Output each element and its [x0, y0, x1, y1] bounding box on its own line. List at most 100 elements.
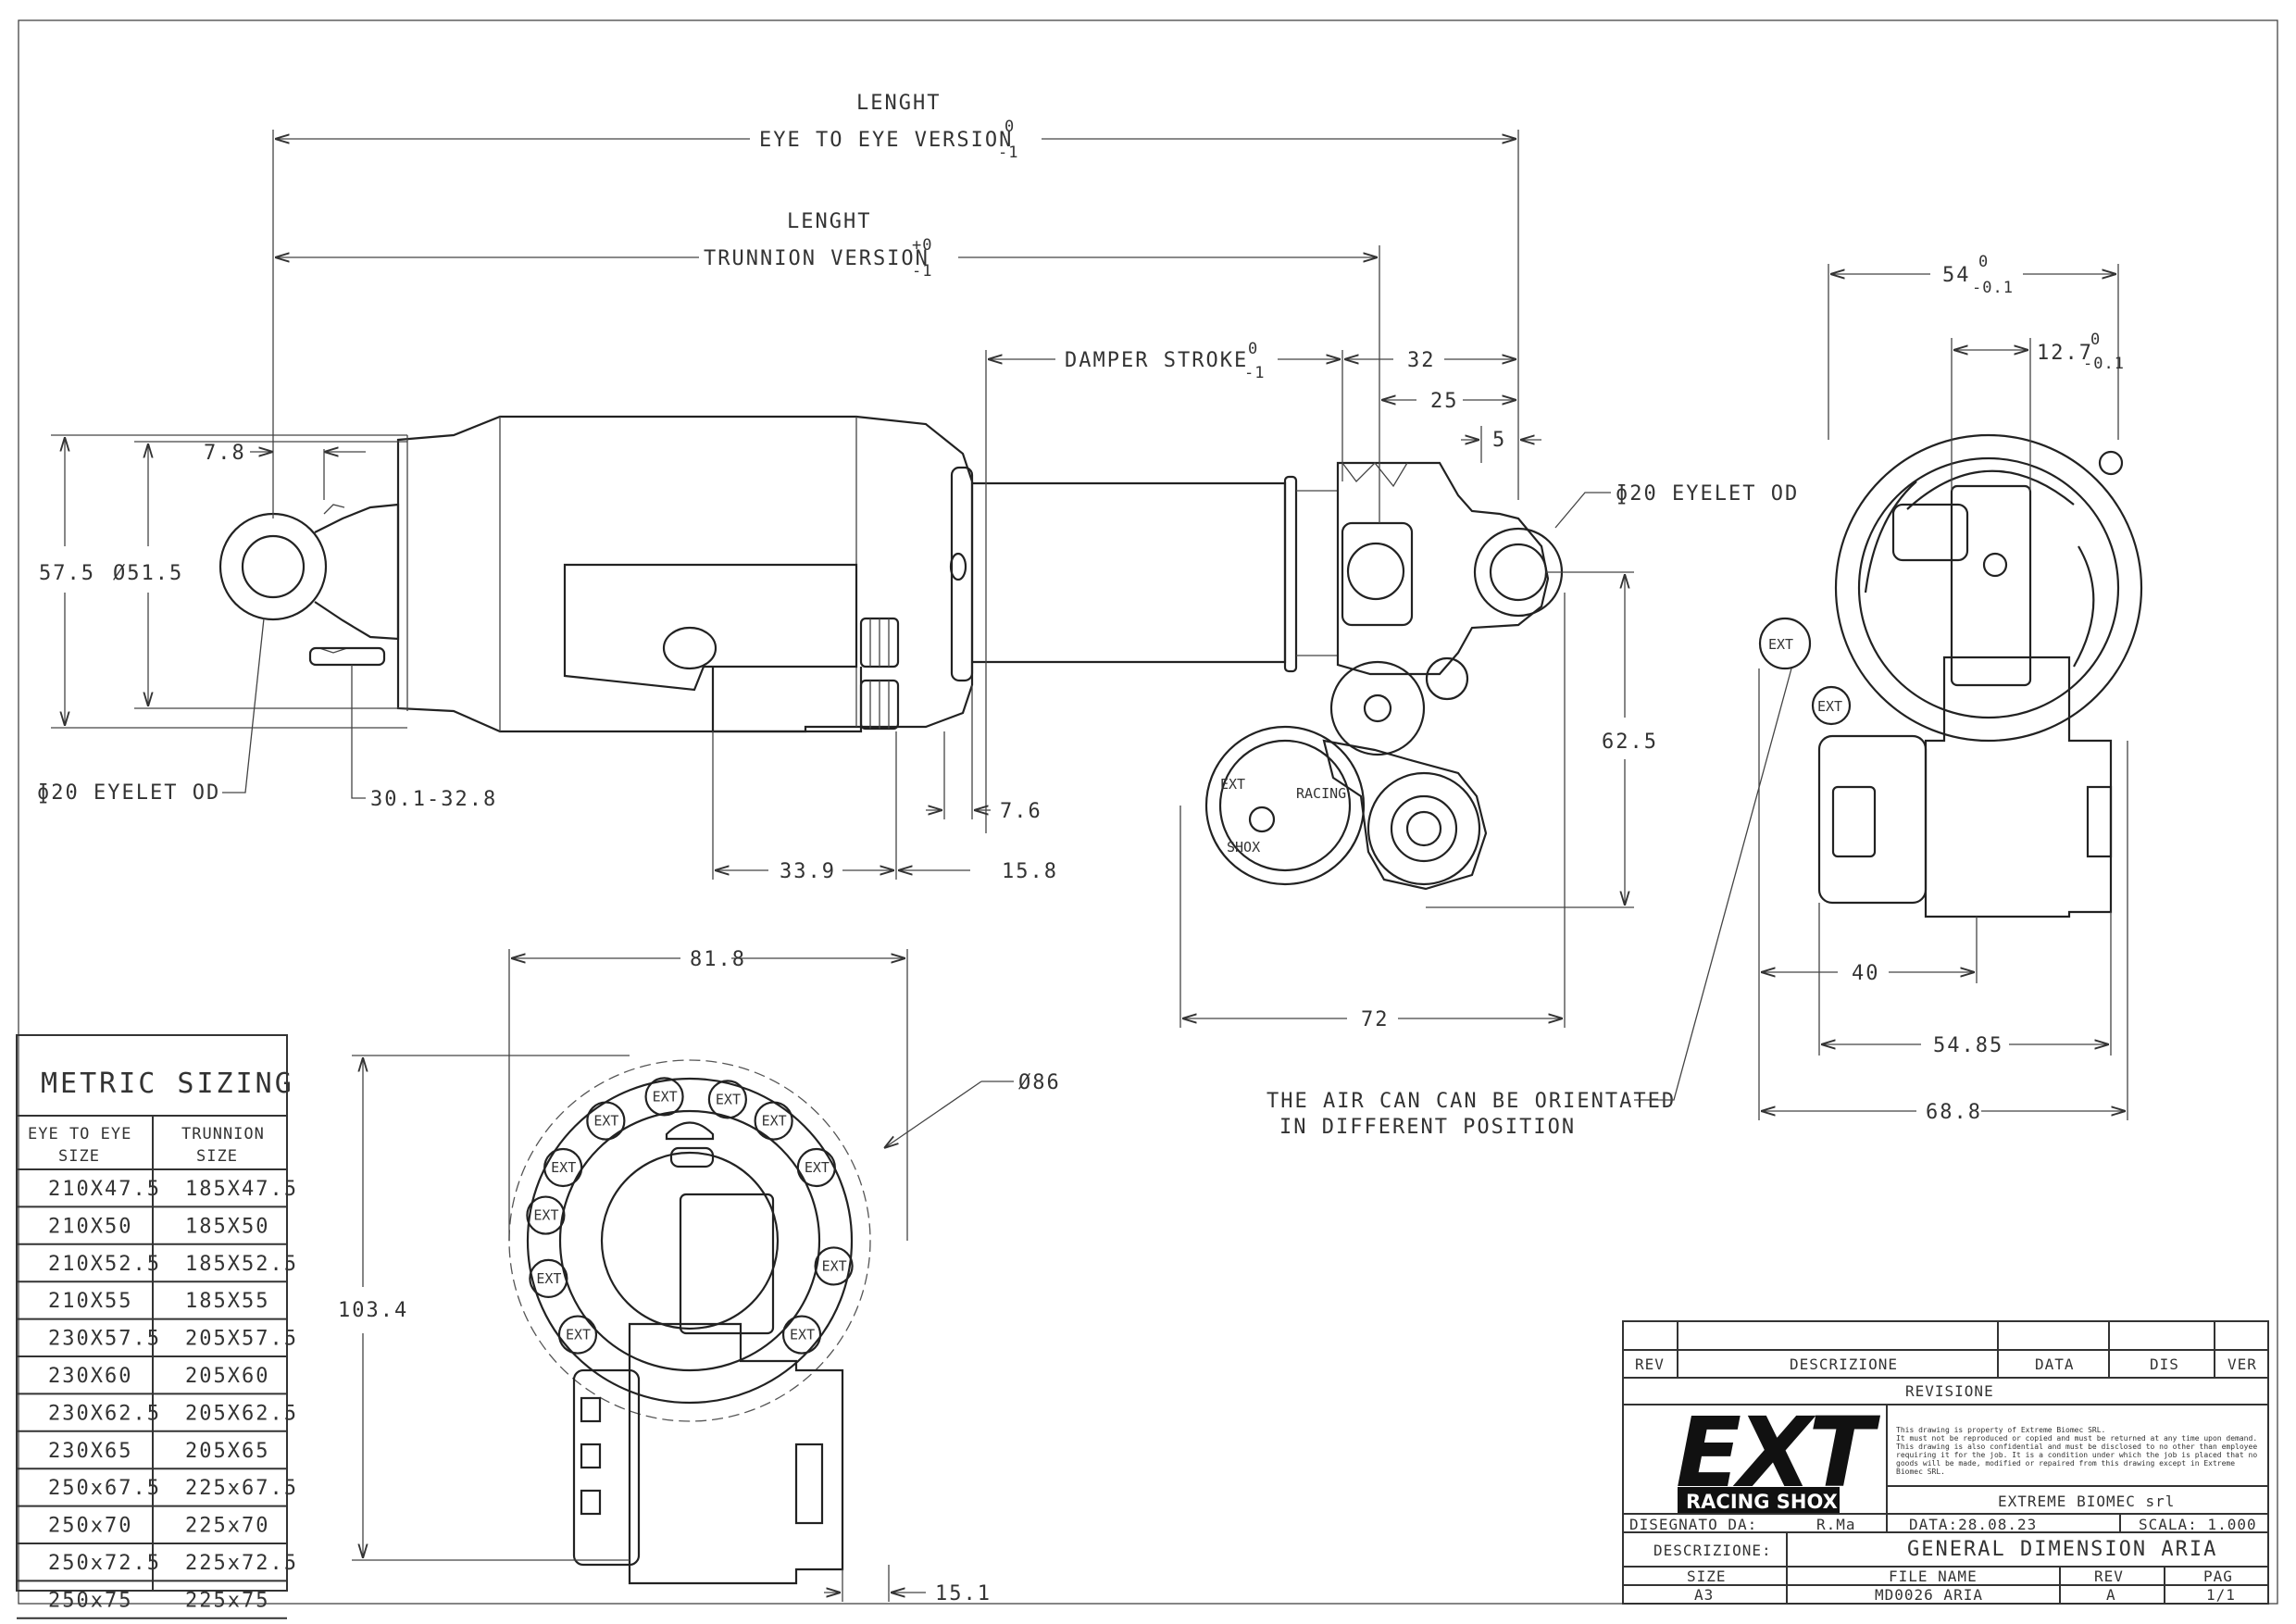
- sizing-eye-cell: 210X52.5: [48, 1253, 161, 1276]
- svg-text:PAG: PAG: [2203, 1568, 2233, 1585]
- reservoir-ext-mark: EXT: [1220, 776, 1245, 793]
- dim-72: 72: [1361, 1008, 1390, 1031]
- dim-51-5: Ø51.5: [113, 562, 183, 585]
- svg-text:REVISIONE: REVISIONE: [1905, 1382, 1994, 1400]
- sizing-table-title: METRIC SIZING: [41, 1068, 294, 1100]
- sizing-eye-cell: 210X47.5: [48, 1178, 161, 1201]
- sizing-trunnion-cell: 205X60: [185, 1365, 269, 1388]
- dim-33-9: 33.9: [780, 860, 836, 883]
- dim-86: Ø86: [1018, 1071, 1061, 1094]
- dim-54-85: 54.85: [1933, 1034, 2003, 1057]
- ext-badge: [557, 1315, 598, 1355]
- legal-line: It must not be reproduced or copied and …: [1896, 1434, 2257, 1443]
- ext-badge: [543, 1147, 583, 1188]
- legal-line: Biomec SRL.: [1896, 1468, 1945, 1476]
- ext-badge-label: EXT: [805, 1159, 830, 1176]
- svg-text:DESCRIZIONE:: DESCRIZIONE:: [1653, 1542, 1772, 1559]
- sizing-trunnion-cell: 185X55: [185, 1290, 269, 1313]
- svg-text:+0: +0: [912, 236, 932, 255]
- svg-text:DIS: DIS: [2150, 1355, 2179, 1373]
- dim-length-trunnion: LENGHT: [787, 210, 871, 233]
- sizing-trunnion-cell: 225x67.5: [185, 1477, 298, 1500]
- svg-text:DATA:28.08.23: DATA:28.08.23: [1909, 1516, 2037, 1533]
- dim-103-4: 103.4: [338, 1299, 408, 1322]
- dim-length-eye: LENGHT: [856, 92, 941, 115]
- left-eyelet-inner: [241, 534, 306, 599]
- legal-line: This drawing is also confidential and mu…: [1896, 1443, 2257, 1451]
- svg-text:DESCRIZIONE: DESCRIZIONE: [1790, 1355, 1898, 1373]
- sizing-eye-cell: 230X65: [48, 1440, 132, 1463]
- dim-68-8: 68.8: [1926, 1101, 1982, 1124]
- dim-7-6: 7.6: [1000, 800, 1042, 823]
- svg-text:-1: -1: [998, 144, 1018, 162]
- sizing-trunnion-cell: 205X57.5: [185, 1328, 298, 1351]
- svg-text:DISEGNATO DA:: DISEGNATO DA:: [1629, 1516, 1757, 1533]
- svg-text:TRUNNION: TRUNNION: [181, 1125, 265, 1143]
- svg-text:MD0026_ARIA: MD0026_ARIA: [1875, 1586, 1983, 1604]
- sizing-eye-cell: 250x75: [48, 1589, 132, 1612]
- dim-30-1-32-8: 30.1-32.8: [370, 788, 497, 811]
- sizing-trunnion-cell: 205X65: [185, 1440, 269, 1463]
- svg-text:RACING SHOX: RACING SHOX: [1686, 1491, 1838, 1513]
- svg-text:1/1: 1/1: [2206, 1586, 2236, 1604]
- note-air-can-line2: IN DIFFERENT POSITION: [1279, 1116, 1576, 1139]
- ext-badge: [586, 1101, 626, 1141]
- sizing-eye-cell: 250x67.5: [48, 1477, 161, 1500]
- svg-text:A3: A3: [1694, 1586, 1714, 1604]
- legal-line: This drawing is property of Extreme Biom…: [1896, 1426, 2105, 1434]
- svg-text:-0.1: -0.1: [1972, 279, 2014, 297]
- dim-5: 5: [1492, 429, 1506, 452]
- title-block: REV DESCRIZIONE DATA DIS VER REVISIONE E…: [1622, 1320, 2269, 1605]
- ext-badge-label: EXT: [566, 1327, 591, 1343]
- ext-badge-label: EXT: [653, 1088, 678, 1105]
- sizing-eye-cell: 230X60: [48, 1365, 132, 1388]
- reservoir-racing-mark: RACING: [1296, 785, 1346, 802]
- ext-badge-label: EXT: [536, 1270, 561, 1287]
- svg-text:DATA: DATA: [2035, 1355, 2075, 1373]
- sizing-eye-cell: 230X62.5: [48, 1402, 161, 1425]
- label-eyelet-od-right: ɸ20 EYELET OD: [1616, 482, 1799, 506]
- svg-text:SIZE: SIZE: [58, 1147, 100, 1166]
- svg-text:A: A: [2106, 1586, 2116, 1604]
- dim-15-1: 15.1: [935, 1582, 992, 1605]
- ext-badge: [707, 1080, 747, 1119]
- dim-40: 40: [1852, 962, 1880, 985]
- end-view-dimensions: 54 0 -0.1 12.7 0 -0.1 40 54.85 68.8 THE …: [1267, 253, 2128, 1139]
- svg-text:FILE NAME: FILE NAME: [1889, 1568, 1978, 1585]
- svg-text:-0.1: -0.1: [2083, 355, 2125, 373]
- svg-text:0: 0: [1978, 253, 1989, 271]
- dim-32: 32: [1407, 349, 1436, 372]
- dim-12-7: 12.7: [2037, 342, 2093, 365]
- ext-badge: [814, 1246, 854, 1286]
- ext-badge-label: EXT: [533, 1207, 558, 1224]
- svg-text:0: 0: [2090, 331, 2101, 349]
- dim-57-5: 57.5: [39, 562, 95, 585]
- ext-badge: [529, 1258, 568, 1298]
- dim-7-8: 7.8: [204, 442, 246, 465]
- ext-badge: [526, 1195, 566, 1235]
- end-view-ext-mark-2: EXT: [1817, 698, 1842, 715]
- sizing-trunnion-cell: 225x70: [185, 1515, 269, 1538]
- svg-text:REV: REV: [1635, 1355, 1665, 1373]
- svg-text:SIZE: SIZE: [196, 1147, 238, 1166]
- dim-81-8: 81.8: [690, 948, 746, 971]
- ext-racing-shox-logo: EXT RACING SHOX: [1676, 1396, 1884, 1515]
- front-view-dimensions: 81.8 Ø86 103.4 15.1: [338, 948, 1061, 1605]
- side-view-shock: EXT RACING SHOX: [218, 415, 1564, 891]
- dim-trunnion-version: TRUNNION VERSION: [704, 247, 930, 270]
- svg-text:EXTREME BIOMEC srl: EXTREME BIOMEC srl: [1998, 1493, 2175, 1510]
- ext-badge-label: EXT: [716, 1091, 741, 1107]
- legal-notice: This drawing is property of Extreme Biom…: [1896, 1426, 2257, 1476]
- dim-damper-stroke: DAMPER STROKE: [1065, 349, 1248, 372]
- ext-badge-label: EXT: [593, 1113, 618, 1130]
- label-eyelet-od-left: ɸ20 EYELET OD: [37, 781, 220, 805]
- svg-text:-1: -1: [1244, 364, 1265, 382]
- sizing-trunnion-cell: 185X50: [185, 1215, 269, 1238]
- sizing-eye-cell: 210X50: [48, 1215, 132, 1238]
- end-view-shock: EXT EXT: [1758, 433, 2143, 918]
- note-air-can-line1: THE AIR CAN CAN BE ORIENTATED: [1267, 1090, 1676, 1113]
- end-view-ext-mark-1: EXT: [1768, 636, 1793, 653]
- dim-eye-version: EYE TO EYE VERSION: [759, 129, 1013, 152]
- ext-badge: [754, 1101, 793, 1141]
